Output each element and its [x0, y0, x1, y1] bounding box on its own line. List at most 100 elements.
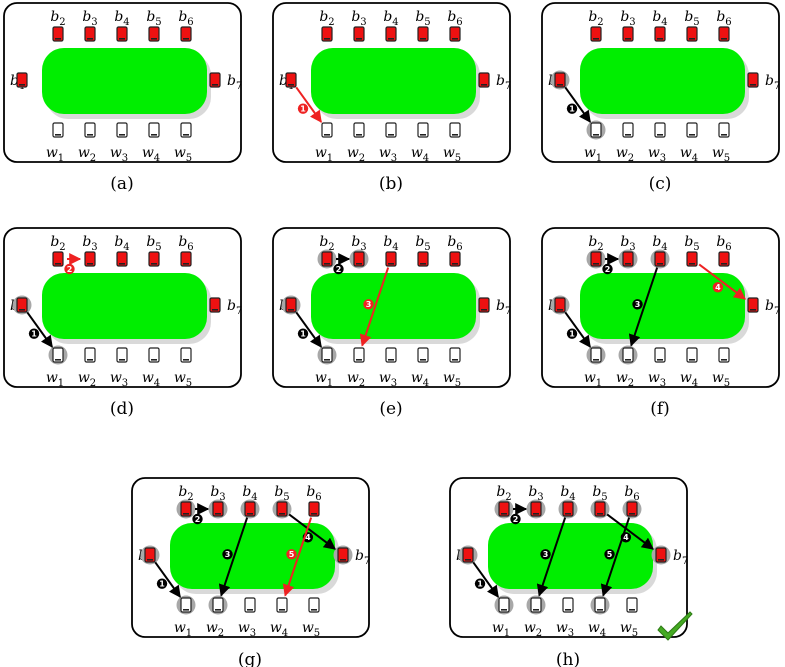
panel-d: b1b2b3b4b5b6b7w1w2w3w4w512(d) [3, 227, 242, 419]
label-b5: b5 [415, 234, 430, 253]
label-w4-subscript: 4 [423, 378, 429, 389]
panel-caption: (d) [110, 399, 134, 419]
label-w4-subscript: 4 [423, 153, 429, 164]
label-b6-base: b [447, 234, 456, 250]
step-badge-2: 2 [333, 263, 344, 275]
label-w5-subscript: 5 [632, 628, 638, 639]
edge-b4-w2 [218, 517, 249, 597]
label-b5-base: b [146, 234, 155, 250]
label-b6-subscript: 6 [725, 242, 731, 253]
phone-outline-icon-w5 [718, 122, 730, 138]
edge-b1-w1 [154, 561, 181, 598]
label-b2: b2 [319, 9, 334, 28]
step-badge-1: 1 [297, 103, 309, 114]
phone-icon-b4 [244, 501, 256, 517]
label-w3-subscript: 3 [122, 378, 128, 389]
phone-outline-icon-w3 [116, 347, 128, 363]
label-w4-subscript: 4 [154, 153, 160, 164]
phone-outline-icon-w2 [84, 122, 96, 138]
phone-icon-b3 [622, 251, 634, 267]
label-b5-subscript: 5 [424, 242, 430, 253]
poker-table [42, 48, 207, 114]
phone-icon-b4 [562, 501, 574, 517]
label-b5-subscript: 5 [601, 492, 607, 503]
label-b4: b4 [114, 234, 129, 253]
phone-icon-b3 [530, 501, 542, 517]
label-b7: b7 [227, 73, 242, 92]
label-w4-base: w [680, 145, 692, 161]
edge-b1-w1 [295, 86, 322, 123]
label-w4: w4 [142, 145, 160, 164]
label-w1: w1 [46, 145, 64, 164]
label-b2: b2 [178, 484, 193, 503]
label-w3-base: w [110, 370, 122, 386]
label-b3-subscript: 3 [91, 17, 97, 28]
label-w5-base: w [620, 620, 632, 636]
label-w5: w5 [443, 370, 461, 389]
phone-icon-b5 [686, 251, 698, 267]
label-w1-subscript: 1 [327, 378, 333, 389]
label-w5-base: w [443, 370, 455, 386]
phone-icon-b7 [478, 72, 490, 88]
step-badge-3: 3 [222, 549, 233, 560]
phone-icon-b2 [498, 501, 510, 517]
label-w3: w3 [379, 370, 397, 389]
label-b6-base: b [447, 9, 456, 25]
phone-outline-icon-w1 [590, 347, 602, 363]
label-b2-base: b [588, 9, 597, 25]
step-number: 1 [300, 104, 306, 113]
label-b5: b5 [415, 9, 430, 28]
edge-b5-b7 [288, 513, 336, 550]
phone-outline-icon-w1 [52, 347, 64, 363]
label-w5-subscript: 5 [186, 153, 192, 164]
label-w1-subscript: 1 [327, 153, 333, 164]
phone-icon-b7 [209, 72, 221, 88]
label-b6: b6 [178, 9, 193, 28]
panel-caption: (c) [649, 174, 672, 194]
label-b5-subscript: 5 [693, 242, 699, 253]
label-b1-base: b [10, 73, 19, 89]
step-badge-3: 3 [540, 549, 551, 560]
step-number: 2 [513, 515, 519, 524]
label-b4-subscript: 4 [251, 492, 257, 503]
label-b7-subscript: 7 [236, 81, 242, 92]
label-b4-base: b [560, 484, 569, 500]
poker-table [580, 273, 745, 339]
phone-icon-b2 [52, 251, 64, 267]
phone-outline-icon-w1 [52, 122, 64, 138]
phone-outline-icon-w3 [244, 597, 256, 613]
phone-icon-b7 [655, 547, 667, 563]
label-b6-base: b [624, 484, 633, 500]
step-badge-4: 4 [712, 282, 724, 293]
label-w4-base: w [680, 370, 692, 386]
label-b5-subscript: 5 [283, 492, 289, 503]
label-b6: b6 [716, 234, 731, 253]
phone-icon-b2 [590, 251, 602, 267]
phone-outline-icon-w2 [353, 122, 365, 138]
phone-outline-icon-w3 [654, 122, 666, 138]
label-w2-base: w [524, 620, 536, 636]
panel-caption: (a) [110, 174, 133, 194]
phone-icon-b1 [144, 547, 156, 563]
label-b3: b3 [82, 9, 97, 28]
label-b3: b3 [351, 9, 366, 28]
phone-icon-b1 [554, 297, 566, 313]
phone-icon-b6 [449, 251, 461, 267]
step-number: 1 [569, 329, 575, 338]
label-b6: b6 [447, 234, 462, 253]
label-w5-subscript: 5 [186, 378, 192, 389]
step-number: 3 [635, 300, 641, 309]
step-badge-3: 3 [632, 299, 643, 310]
label-w2-subscript: 2 [359, 378, 365, 389]
label-b7-subscript: 7 [236, 306, 242, 317]
phone-icon-b5 [276, 501, 288, 517]
edge-b5-b7 [698, 263, 746, 300]
label-b5: b5 [146, 234, 161, 253]
phone-icon-b5 [594, 501, 606, 517]
label-b6: b6 [178, 234, 193, 253]
label-b2-subscript: 2 [505, 492, 511, 503]
label-b7-base: b [355, 548, 364, 564]
label-w2-subscript: 2 [218, 628, 224, 639]
label-b4-subscript: 4 [123, 242, 129, 253]
label-b7: b7 [496, 298, 511, 317]
